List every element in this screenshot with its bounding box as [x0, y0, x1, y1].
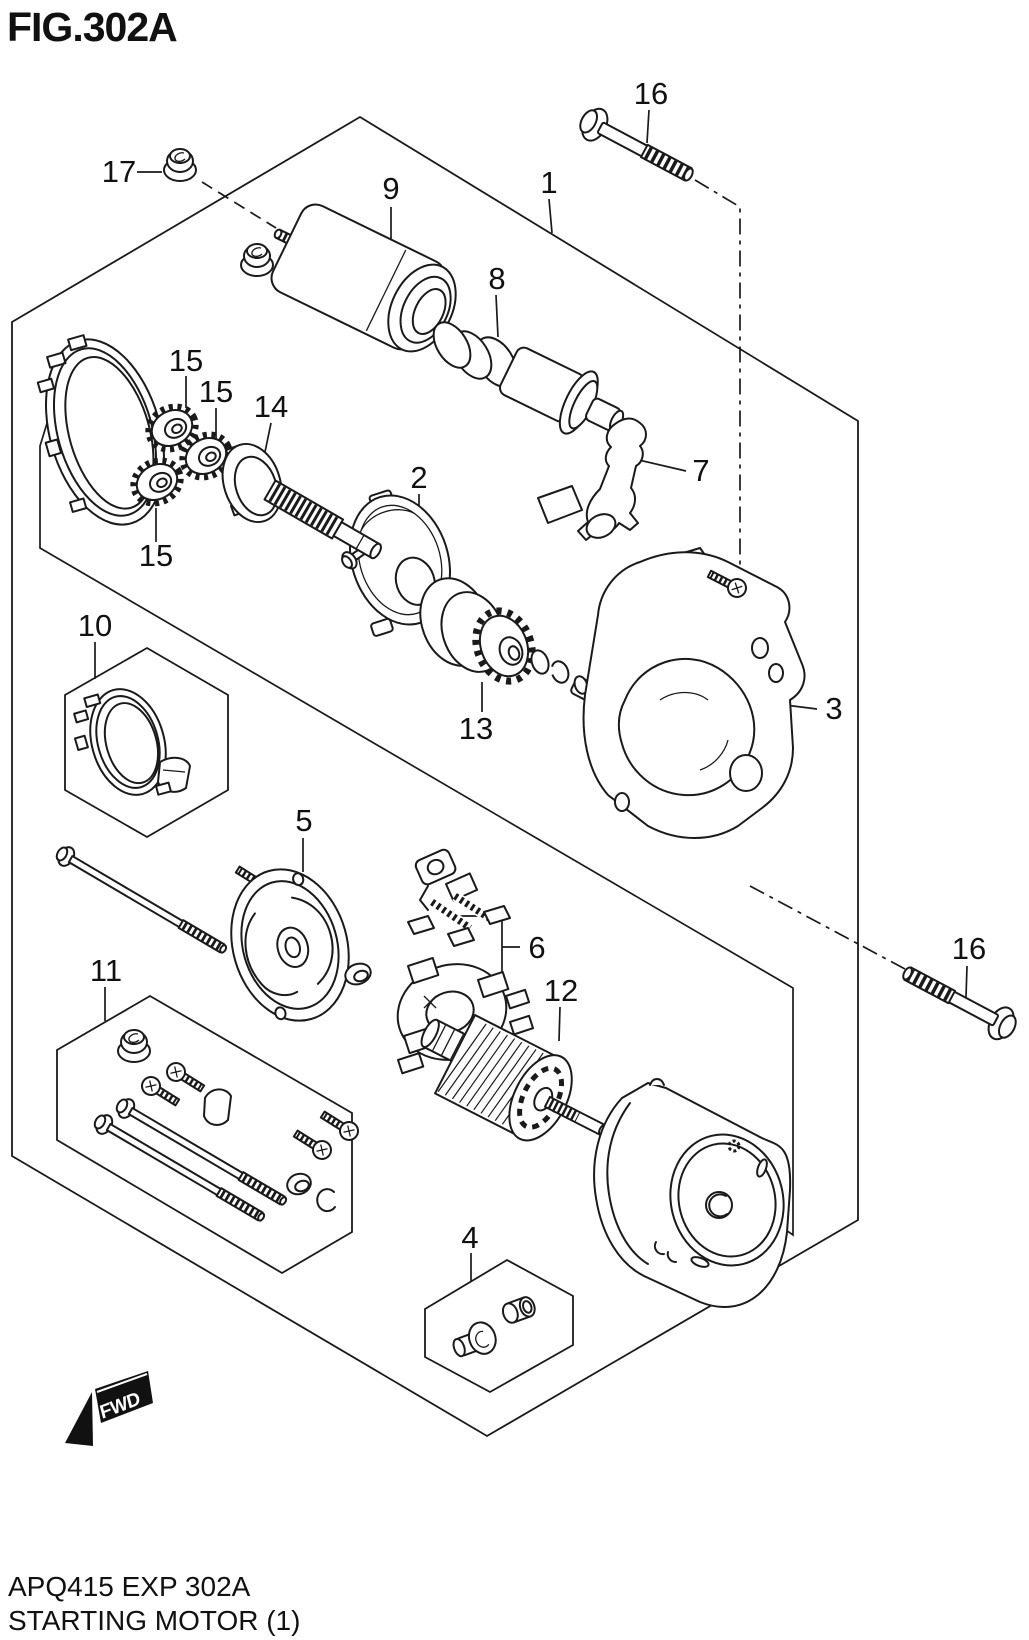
callout-9: 9 [382, 171, 399, 206]
diagram-border [11, 115, 859, 1438]
pinion-stop-collar [530, 649, 550, 675]
callout-11: 11 [90, 953, 122, 988]
callout-labels: 17 9 8 1 16 2 7 14 15 15 15 10 3 13 5 6 … [78, 76, 986, 1255]
part-16-bolt-right [897, 957, 1022, 1045]
part-17-nut [163, 148, 197, 182]
part-5-rear-bracket [214, 855, 372, 1022]
part-12-armature [420, 1013, 608, 1142]
motor-yoke [593, 1078, 792, 1308]
callout-1: 1 [540, 165, 557, 200]
part-4-bushing-set [452, 1296, 536, 1358]
part-3-front-housing [582, 547, 806, 839]
group-box-10 [64, 646, 229, 839]
callout-16-right: 16 [952, 931, 986, 966]
footer: APQ415 EXP 302A STARTING MOTOR (1) [8, 1570, 300, 1638]
callout-2: 2 [410, 460, 427, 495]
part-11-hardware-kit [91, 1029, 361, 1227]
part-6-brush-springs [407, 848, 511, 947]
callout-7: 7 [692, 453, 709, 488]
group-box-4 [424, 1258, 574, 1394]
part-14-carrier-shaft [221, 442, 382, 560]
fwd-direction-marker: FWD [65, 1371, 153, 1446]
part-13-pinion-clutch [419, 577, 596, 701]
part-16-bolt-top [574, 103, 699, 191]
part-9-magnetic-switch [266, 203, 457, 353]
callout-10: 10 [78, 608, 112, 643]
part-10-ring-gear-set [73, 688, 191, 796]
callout-3: 3 [825, 691, 842, 726]
callout-12: 12 [544, 973, 578, 1008]
callout-5: 5 [295, 803, 312, 838]
footer-code: APQ415 EXP 302A [8, 1571, 251, 1602]
lever-plate-piece [537, 485, 583, 524]
figure-title: FIG.302A [7, 4, 178, 50]
callout-4: 4 [461, 1220, 478, 1255]
group-box-11 [56, 994, 353, 1275]
callout-leaders [94, 109, 968, 1281]
nut-leader-dashed [201, 181, 277, 229]
callout-17: 17 [102, 154, 136, 189]
solenoid-terminal-nut [240, 243, 274, 277]
callout-15b: 15 [199, 374, 233, 409]
lever-packing-pad [585, 513, 617, 539]
bolt-axis-line-right [749, 885, 906, 970]
callout-16-top: 16 [634, 76, 668, 111]
through-bolt [53, 843, 230, 959]
callout-15a: 15 [169, 343, 203, 378]
callout-14: 14 [254, 389, 288, 424]
snap-ring [550, 660, 570, 684]
footer-title: STARTING MOTOR (1) [8, 1605, 301, 1636]
part-7-shift-fork [537, 417, 647, 541]
solenoid-plunger [499, 346, 625, 435]
callout-6: 6 [528, 930, 545, 965]
callout-15c: 15 [139, 538, 173, 573]
bracket-bushing [344, 962, 372, 986]
internal-ring-gear [36, 334, 165, 526]
callout-13: 13 [459, 711, 493, 746]
callout-8: 8 [488, 261, 505, 296]
